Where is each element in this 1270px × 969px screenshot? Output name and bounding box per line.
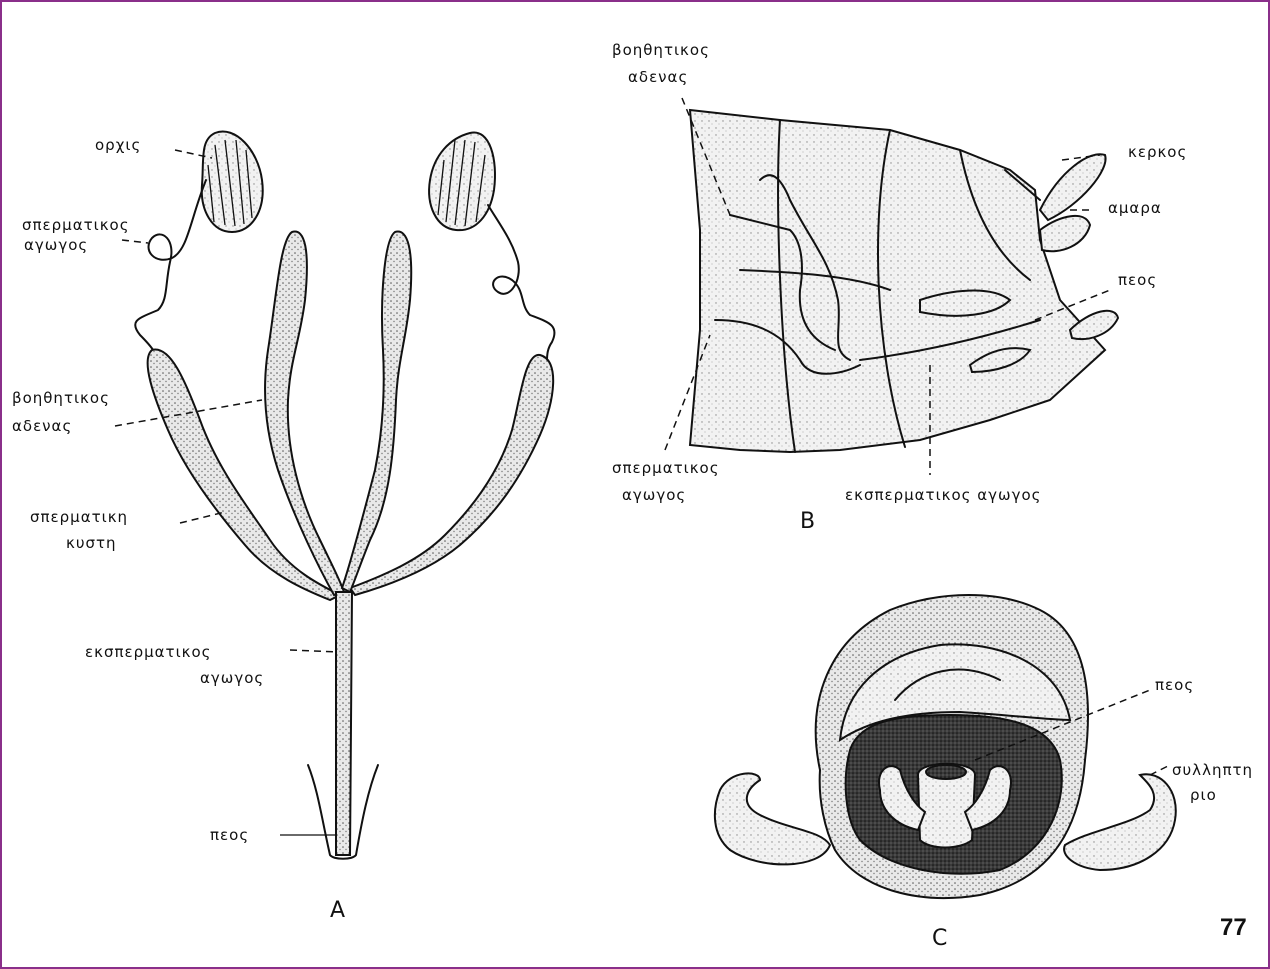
label-ejaculatory-a-2: αγωγος: [200, 669, 264, 687]
label-clasper-2: ριο: [1190, 786, 1217, 804]
label-sperm-duct-b-1: σπερματικος: [612, 459, 720, 477]
label-accessory-gland-b-2: αδενας: [628, 68, 688, 86]
label-kerkos: κερκος: [1128, 143, 1187, 161]
label-vesicle-2: κυστη: [66, 534, 117, 552]
label-sperm-duct-a-1: σπερματικος: [22, 216, 130, 234]
label-ejaculatory-a-1: εκσπερματικος: [85, 643, 211, 661]
label-amara: αμαρα: [1108, 199, 1162, 217]
panel-a-drawing: [115, 131, 555, 858]
left-sperm-duct: [135, 180, 206, 370]
left-seminal-vesicle: [148, 350, 340, 600]
label-ejaculatory-b: εκσπερματικος αγωγος: [845, 486, 1041, 504]
label-sperm-duct-a-2: αγωγος: [24, 236, 88, 254]
page-number: 77: [1220, 914, 1247, 941]
label-accessory-gland-b-1: βοηθητικος: [612, 41, 710, 59]
label-orchis: ορχις: [95, 136, 141, 154]
panel-letter-a: A: [330, 898, 345, 923]
label-vesicle-1: σπερματικη: [30, 508, 128, 526]
right-sperm-duct: [488, 205, 555, 372]
left-clasper: [715, 773, 830, 864]
amara-plate: [1040, 216, 1090, 251]
left-testis: [202, 131, 263, 232]
panel-b-drawing: [665, 98, 1118, 475]
panel-letter-b: B: [800, 509, 815, 534]
ejaculatory-duct: [336, 592, 352, 855]
panel-letter-c: C: [932, 926, 947, 951]
label-peos-a: πεος: [210, 826, 249, 844]
label-accessory-gland-a-2: αδενας: [12, 417, 72, 435]
right-testis: [429, 132, 495, 230]
abdomen-segments: [690, 110, 1105, 452]
label-peos-c: πεος: [1155, 676, 1194, 694]
label-accessory-gland-a-1: βοηθητικος: [12, 389, 110, 407]
panel-c-drawing: [715, 595, 1176, 898]
label-clasper-1: συλληπτη: [1172, 761, 1253, 779]
tail-tip: [1070, 311, 1118, 339]
right-accessory-gland: [342, 232, 411, 592]
label-peos-b: πεος: [1118, 271, 1157, 289]
left-accessory-gland: [265, 232, 344, 595]
label-sperm-duct-b-2: αγωγος: [622, 486, 686, 504]
